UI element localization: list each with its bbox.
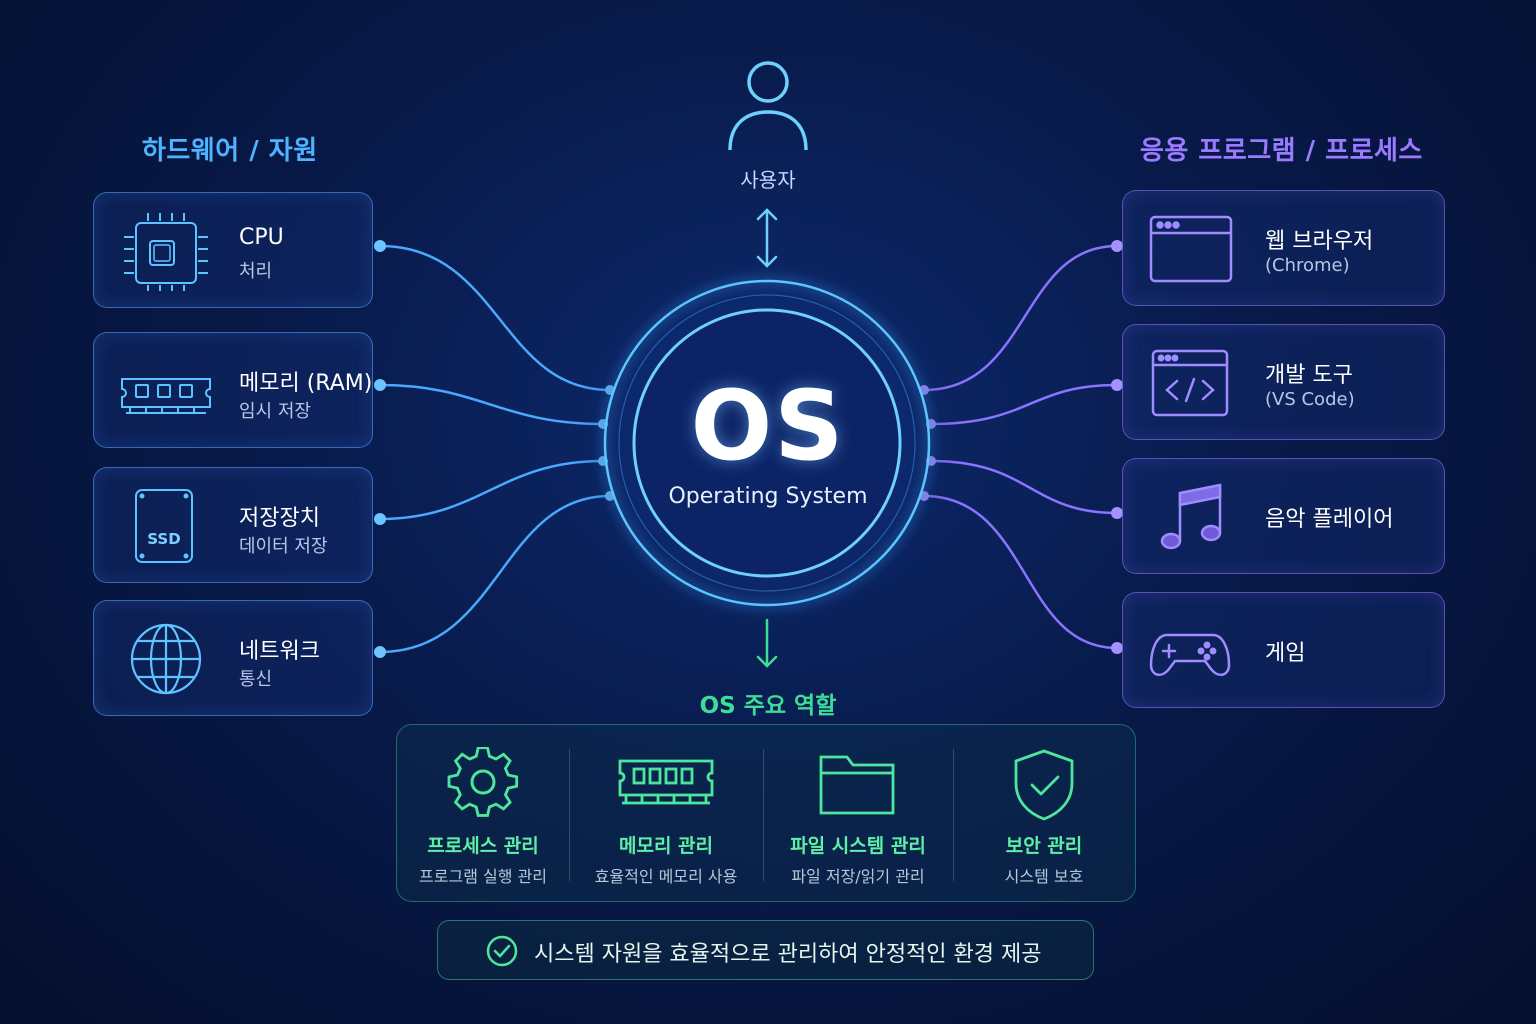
memory-ram-icon (121, 378, 211, 414)
folder-icon (819, 755, 895, 815)
role-divider (953, 749, 954, 881)
cpu-chip-icon (124, 213, 208, 291)
hardware-title: 저장장치 (239, 506, 320, 531)
application-column-title: 응용 프로그램 / 프로세스 (1140, 136, 1423, 166)
app-title: 음악 플레이어 (1265, 507, 1394, 532)
hardware-wires (379, 244, 611, 654)
hardware-card-storage: SSD 저장장치 데이터 저장 (93, 467, 373, 583)
user-arrow (756, 208, 778, 268)
user-icon (728, 61, 808, 151)
app-card-browser: 웹 브라우저 (Chrome) (1122, 190, 1445, 306)
role-title: 메모리 관리 (618, 835, 713, 857)
browser-window-icon (1149, 215, 1233, 283)
hardware-subtitle: 임시 저장 (239, 401, 311, 422)
summary-banner: 시스템 자원을 효율적으로 관리하여 안정적인 환경 제공 (437, 920, 1094, 980)
globe-network-icon (130, 623, 202, 695)
roles-title: OS 주요 역할 (699, 693, 837, 719)
hardware-column-title: 하드웨어 / 자원 (142, 136, 318, 166)
user-label: 사용자 (740, 168, 796, 192)
hardware-subtitle: 처리 (239, 261, 273, 282)
app-title: 게임 (1265, 641, 1306, 666)
ssd-storage-icon: SSD (135, 489, 193, 563)
hardware-title: 메모리 (RAM) (239, 371, 373, 396)
gamepad-icon (1149, 633, 1231, 677)
music-note-icon (1160, 483, 1222, 550)
hardware-subtitle: 데이터 저장 (239, 536, 328, 557)
hardware-card-cpu: CPU 처리 (93, 192, 373, 308)
roles-arrow (756, 618, 778, 668)
hardware-title: CPU (239, 225, 284, 250)
role-security: 보안 관리 시스템 보호 (953, 725, 1135, 901)
role-title: 보안 관리 (1005, 835, 1083, 857)
os-title: OS (690, 370, 846, 482)
role-title: 파일 시스템 관리 (790, 835, 926, 857)
os-circle (567, 243, 967, 643)
role-memory: 메모리 관리 효율적인 메모리 사용 (569, 725, 763, 901)
role-title: 프로세스 관리 (427, 835, 539, 857)
role-desc: 효율적인 메모리 사용 (594, 867, 738, 886)
role-divider (763, 749, 764, 881)
app-card-devtools: 개발 도구 (VS Code) (1122, 324, 1445, 440)
memory-module-icon (618, 759, 714, 805)
role-process: 프로세스 관리 프로그램 실행 관리 (397, 725, 569, 901)
app-subtitle: (VS Code) (1265, 389, 1355, 410)
role-desc: 프로그램 실행 관리 (419, 867, 547, 886)
role-desc: 시스템 보호 (1004, 867, 1084, 886)
role-filesystem: 파일 시스템 관리 파일 저장/읽기 관리 (763, 725, 953, 901)
summary-text: 시스템 자원을 효율적으로 관리하여 안정적인 환경 제공 (534, 942, 1042, 967)
app-card-music: 음악 플레이어 (1122, 458, 1445, 574)
app-title: 웹 브라우저 (1265, 229, 1374, 254)
ssd-label: SSD (147, 530, 180, 548)
app-card-game: 게임 (1122, 592, 1445, 708)
code-editor-icon (1151, 349, 1229, 417)
os-subtitle: Operating System (668, 484, 868, 509)
hardware-card-network: 네트워크 통신 (93, 600, 373, 716)
app-title: 개발 도구 (1265, 363, 1353, 388)
role-divider (569, 749, 570, 881)
app-subtitle: (Chrome) (1265, 255, 1350, 276)
role-desc: 파일 저장/읽기 관리 (791, 867, 925, 886)
check-circle-icon (486, 935, 518, 967)
hardware-title: 네트워크 (239, 639, 320, 664)
shield-check-icon (1014, 749, 1074, 821)
hardware-subtitle: 통신 (239, 669, 273, 690)
roles-panel: 프로세스 관리 프로그램 실행 관리 메모리 관리 효율적인 메모리 사용 파일… (396, 724, 1136, 902)
hardware-card-memory: 메모리 (RAM) 임시 저장 (93, 332, 373, 448)
gear-icon (447, 747, 519, 817)
